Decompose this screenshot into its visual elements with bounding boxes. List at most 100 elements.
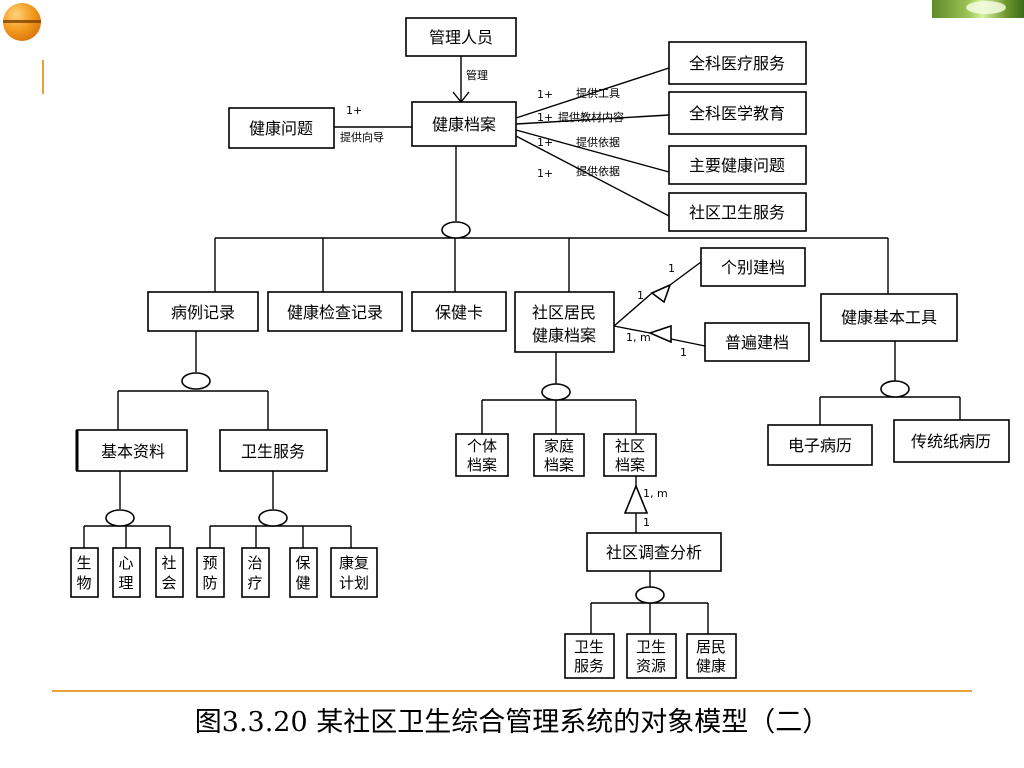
box-case-record: 病例记录	[147, 291, 259, 332]
label-basis2-mult: 1+	[537, 167, 553, 180]
box-psych-label-1: 心	[118, 554, 133, 572]
box-health-service: 卫生服务	[219, 429, 328, 472]
box-prevention-label-2: 防	[202, 574, 217, 592]
box-individual-build-label: 个别建档	[721, 258, 785, 277]
connector-lines	[83, 56, 961, 634]
box-social-label-1: 社	[161, 554, 176, 572]
label-guide: 提供向导	[340, 130, 384, 144]
box-prevention-label-1: 预	[202, 554, 217, 572]
box-general-service: 全科医疗服务	[668, 41, 807, 85]
box-bio-label-1: 生	[76, 554, 91, 572]
box-general-education: 全科医学教育	[668, 91, 807, 135]
box-personal-file-label-1: 个体	[467, 437, 497, 455]
box-resource-label-1: 卫生	[636, 638, 666, 656]
box-care: 保 健	[289, 547, 318, 598]
label-basis2: 提供依据	[576, 164, 620, 178]
box-social: 社 会	[155, 547, 184, 598]
box-svc-label-1: 卫生	[574, 638, 604, 656]
box-family-file: 家庭 档案	[533, 433, 585, 477]
box-health-card-label: 保健卡	[435, 303, 483, 322]
label-manage: 管理	[466, 68, 488, 82]
box-community-file: 社区 档案	[603, 433, 657, 477]
corner-leaf-image	[932, 0, 1024, 18]
box-personal-file: 个体 档案	[455, 433, 509, 477]
box-resident-health-label-1: 居民	[696, 638, 726, 656]
box-resident-record: 社区居民 健康档案	[514, 291, 615, 353]
box-e-record-label: 电子病历	[788, 436, 852, 455]
box-basic-tools-label: 健康基本工具	[841, 308, 937, 327]
box-psych: 心 理	[112, 547, 141, 598]
box-care-label-1: 保	[295, 554, 310, 572]
label-general-one: 1	[680, 346, 687, 359]
generalization-markers	[623, 283, 672, 514]
box-health-record-label: 健康档案	[432, 115, 496, 134]
label-survey-many: 1, m	[643, 487, 668, 500]
box-basic-info-label: 基本资料	[101, 442, 165, 461]
box-family-file-label-1: 家庭	[544, 437, 574, 455]
box-resident-record-label-1: 社区居民	[532, 303, 596, 322]
label-tools: 提供工具	[576, 86, 620, 100]
label-individual-one-b: 1	[637, 289, 644, 302]
box-survey: 社区调查分析	[586, 532, 722, 572]
box-e-record: 电子病历	[767, 424, 873, 466]
label-guide-mult: 1+	[346, 104, 362, 117]
box-checkup-record: 健康检查记录	[267, 291, 403, 332]
box-resident-record-label-2: 健康档案	[532, 326, 596, 345]
box-svc-label-2: 服务	[574, 657, 604, 675]
box-community-file-label-1: 社区	[615, 437, 645, 455]
box-general-build: 普遍建档	[704, 322, 810, 362]
box-rehab: 康复 计划	[330, 547, 378, 598]
box-health-record: 健康档案	[411, 101, 517, 147]
box-bio-label-2: 物	[76, 574, 91, 592]
box-manager: 管理人员	[405, 17, 517, 57]
box-survey-label: 社区调查分析	[606, 543, 702, 562]
box-health-issue-label: 健康问题	[249, 119, 313, 138]
box-svc: 卫生 服务	[564, 633, 615, 679]
box-general-build-label: 普遍建档	[725, 333, 789, 352]
box-case-record-label: 病例记录	[171, 303, 235, 322]
label-basis1-mult: 1+	[537, 136, 553, 149]
box-individual-build: 个别建档	[700, 247, 806, 287]
box-rehab-label-1: 康复	[339, 554, 369, 572]
box-treatment-label-1: 治	[247, 554, 262, 572]
label-basis1: 提供依据	[576, 135, 620, 149]
box-care-label-2: 健	[295, 574, 310, 592]
edge-labels: 管理 1+ 提供向导 1+ 提供工具 1+ 提供教材内容 1+ 提供依据 1+ …	[340, 68, 687, 529]
label-general-many: 1, m	[626, 331, 651, 344]
bottom-divider	[52, 690, 972, 692]
box-health-service-label: 卫生服务	[241, 442, 305, 461]
box-treatment-label-2: 疗	[247, 574, 262, 592]
label-survey-one: 1	[643, 516, 650, 529]
box-resource: 卫生 资源	[626, 633, 677, 679]
box-family-file-label-2: 档案	[544, 456, 574, 474]
box-rehab-label-2: 计划	[339, 574, 369, 592]
box-checkup-record-label: 健康检查记录	[287, 303, 383, 322]
aggregation-markers	[105, 221, 910, 604]
box-main-health-issue: 主要健康问题	[668, 145, 807, 185]
box-basic-tools: 健康基本工具	[820, 293, 958, 342]
box-treatment: 治 疗	[241, 547, 270, 598]
box-community-service: 社区卫生服务	[668, 192, 807, 232]
box-bio: 生 物	[70, 547, 99, 598]
label-tools-mult: 1+	[537, 88, 553, 101]
box-resource-label-2: 资源	[636, 657, 666, 675]
box-paper-record-label: 传统纸病历	[911, 432, 991, 451]
box-basic-info: 基本资料	[75, 429, 188, 472]
box-health-issue: 健康问题	[228, 107, 335, 149]
box-general-service-label: 全科医疗服务	[689, 54, 785, 73]
box-health-card: 保健卡	[411, 291, 507, 332]
label-materials-mult: 1+	[537, 111, 553, 124]
box-resident-health-label-2: 健康	[696, 657, 726, 675]
box-general-education-label: 全科医学教育	[689, 104, 785, 123]
figure-caption: 图3.3.20 某社区卫生综合管理系统的对象模型（二）	[194, 707, 830, 738]
side-accent-bar	[42, 60, 44, 94]
box-main-health-issue-label: 主要健康问题	[689, 156, 785, 175]
box-community-service-label: 社区卫生服务	[689, 203, 785, 222]
box-resident-health: 居民 健康	[686, 633, 737, 679]
object-model-diagram: 管理人员 健康档案 健康问题 全科医疗服务 全科医学教育 主要健康问题 社区卫生…	[70, 17, 1010, 679]
label-materials: 提供教材内容	[558, 110, 624, 124]
box-prevention: 预 防	[196, 547, 225, 598]
box-manager-label: 管理人员	[429, 28, 493, 47]
box-paper-record: 传统纸病历	[893, 419, 1010, 463]
box-psych-label-2: 理	[118, 574, 133, 592]
